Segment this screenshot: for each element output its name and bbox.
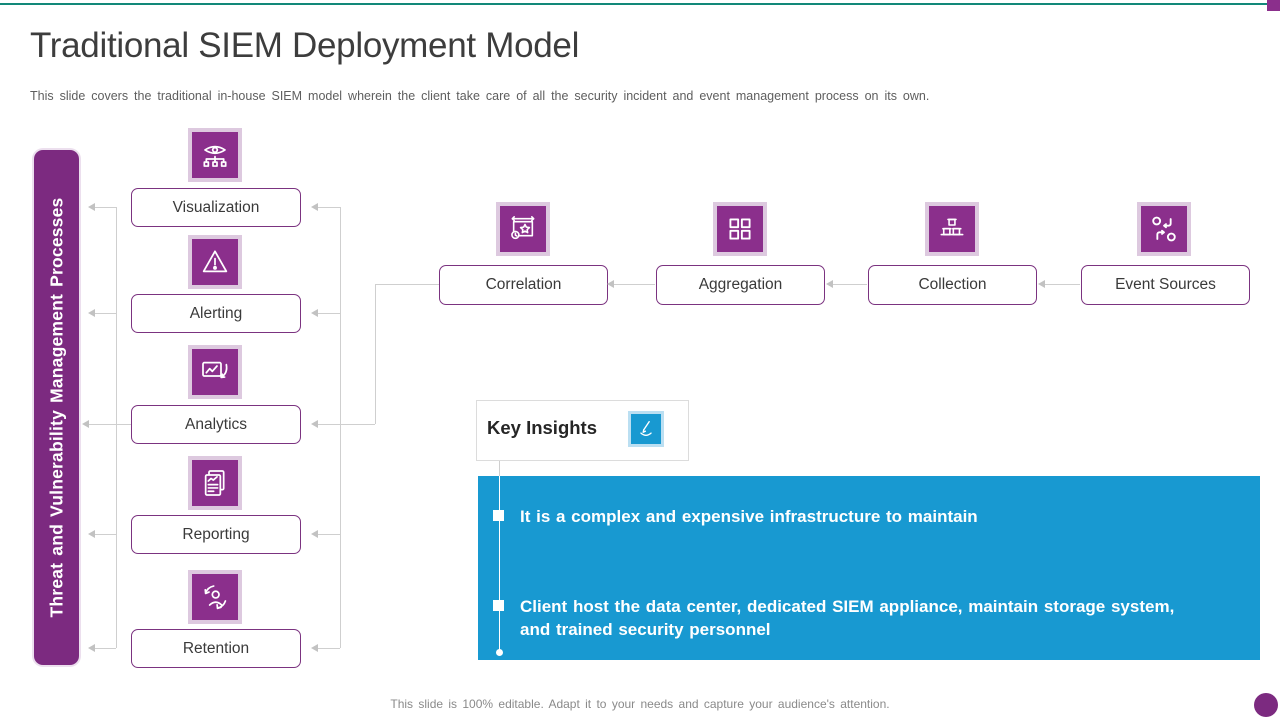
connector [116, 207, 117, 648]
connector [318, 648, 340, 649]
connector [318, 424, 375, 425]
arrowhead-icon [311, 644, 318, 652]
process-box-alerting: Alerting [131, 294, 301, 333]
connector [318, 534, 340, 535]
process-box-retention: Retention [131, 629, 301, 668]
pipeline-box-label: Collection [918, 276, 987, 293]
connector [318, 207, 340, 208]
connector [95, 534, 116, 535]
insight-bullet: It is a complex and expensive infrastruc… [520, 507, 978, 526]
process-track-label: Threat and Vulnerability Management Proc… [46, 197, 67, 618]
arrowhead-icon [88, 309, 95, 317]
process-track-bar: Threat and Vulnerability Management Proc… [34, 150, 79, 665]
arrowhead-icon [88, 644, 95, 652]
pipeline-box-label: Correlation [485, 276, 562, 293]
arrowhead-icon [82, 420, 89, 428]
connector [614, 284, 655, 285]
connector [375, 284, 439, 285]
eye-network-icon [188, 128, 242, 182]
arrowhead-icon [826, 280, 833, 288]
arrowhead-icon [88, 530, 95, 538]
exchange-arrows-icon [1137, 202, 1191, 256]
process-box-label: Alerting [189, 304, 243, 322]
report-document-icon [188, 456, 242, 510]
key-insights-title: Key Insights [487, 417, 597, 438]
process-box-label: Analytics [184, 415, 248, 433]
process-box-label: Reporting [182, 525, 250, 543]
warning-triangle-icon [188, 235, 242, 289]
pipeline-box-aggregation: Aggregation [656, 265, 825, 305]
insights-timeline-dot [496, 649, 503, 656]
page-title: Traditional SIEM Deployment Model [30, 26, 580, 65]
bottom-right-dot [1254, 693, 1278, 717]
process-box-visualization: Visualization [131, 188, 301, 227]
bullet-marker [493, 510, 504, 521]
insights-timeline [499, 476, 500, 652]
connector [95, 313, 116, 314]
arrowhead-icon [88, 203, 95, 211]
writing-hand-icon [628, 411, 664, 447]
user-cycle-icon [188, 570, 242, 624]
connector [375, 284, 376, 424]
stacked-boxes-icon [925, 202, 979, 256]
arrowhead-icon [607, 280, 614, 288]
insights-panel [478, 476, 1260, 660]
connector [340, 207, 341, 648]
pipeline-box-event-sources: Event Sources [1081, 265, 1250, 305]
arrowhead-icon [311, 203, 318, 211]
process-box-reporting: Reporting [131, 515, 301, 554]
process-box-label: Retention [182, 639, 250, 657]
chart-board-icon [188, 345, 242, 399]
arrowhead-icon [311, 420, 318, 428]
bullet-marker [493, 600, 504, 611]
connector [89, 424, 131, 425]
grid-squares-icon [713, 202, 767, 256]
footer-note: This slide is 100% editable. Adapt it to… [390, 697, 890, 711]
top-accent-line [0, 3, 1280, 5]
arrowhead-icon [311, 309, 318, 317]
top-right-corner-square [1267, 0, 1280, 11]
process-box-analytics: Analytics [131, 405, 301, 444]
connector [95, 207, 116, 208]
connector [499, 459, 500, 476]
arrowhead-icon [1038, 280, 1045, 288]
pipeline-box-label: Aggregation [698, 276, 783, 293]
connector [1045, 284, 1080, 285]
insight-bullet: Client host the data center, dedicated S… [520, 597, 1175, 640]
connector [95, 648, 116, 649]
calendar-star-icon [496, 202, 550, 256]
connector [318, 313, 340, 314]
page-subtitle: This slide covers the traditional in-hou… [30, 89, 930, 103]
connector [833, 284, 867, 285]
arrowhead-icon [311, 530, 318, 538]
pipeline-box-label: Event Sources [1115, 276, 1216, 293]
pipeline-box-correlation: Correlation [439, 265, 608, 305]
pipeline-box-collection: Collection [868, 265, 1037, 305]
process-box-label: Visualization [172, 198, 260, 216]
